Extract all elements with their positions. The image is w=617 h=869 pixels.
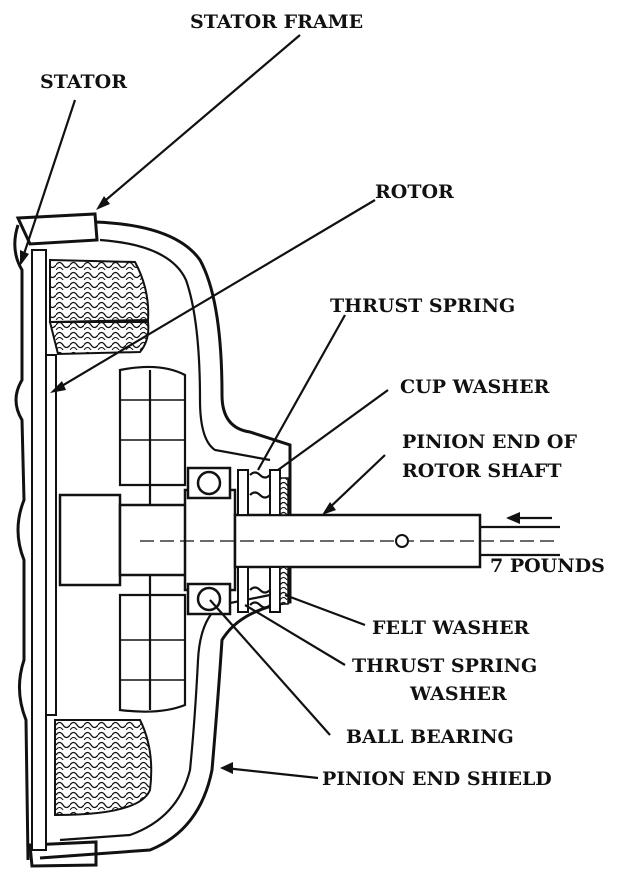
leader-pinion-end-arrow [322,502,336,515]
leader-stator-arrow [20,250,29,266]
label-cup-washer: CUP WASHER [400,376,550,398]
thrust-spring-washer-lower [237,566,249,613]
ball-bearing-upper-ball [196,470,222,496]
leader-rotor-arrow [50,381,66,393]
label-pinion-end-line1: PINION END OF [402,431,577,453]
shaft-pin-hole [395,534,409,548]
label-pinion-end-line2: ROTOR SHAFT [402,460,561,482]
stator-lamination [31,249,47,851]
stator-winding-bottom [54,719,153,817]
leader-stator [20,99,77,261]
cup-washer-lower [269,566,281,613]
label-thrust-spring-washer-line1: THRUST SPRING [352,655,537,677]
felt-washer-upper [279,477,289,516]
force-arrow-head [506,512,520,524]
leader-pinion-end-shield-arrow [220,762,233,774]
rotor-fan-lower [118,593,187,713]
label-ball-bearing: BALL BEARING [346,726,514,748]
leader-felt-washer [284,593,366,627]
felt-washer-lower [279,566,289,605]
leader-pinion-end [324,454,386,513]
cup-washer-upper [269,469,281,516]
stator-left-edge [13,224,30,861]
stator-frame-bottom [28,840,98,868]
pinion-end-shield-inner [99,238,271,462]
label-rotor: ROTOR [375,181,454,203]
label-pinion-end-shield: PINION END SHIELD [322,768,552,790]
rotor-shaft-inner [118,503,192,577]
label-seven-pounds: 7 POUNDS [490,555,605,577]
stator-winding-top-lower [48,321,150,356]
rotor-fan-upper [118,365,187,487]
leader-pinion-end-shield [224,766,319,780]
label-felt-washer: FELT WASHER [372,617,530,639]
rotor-hub [58,493,122,587]
thrust-spring-washer-upper [237,469,249,516]
label-stator: STATOR [40,71,127,93]
bearing-sleeve [183,488,237,592]
pinion-end-shield-outline [39,220,292,860]
stator-frame-top [15,212,99,246]
leader-thrust-spring [257,314,346,471]
pinion-end-shield-inner-lower [59,593,271,842]
label-thrust-spring: THRUST SPRING [330,295,515,317]
stator-winding-top [49,258,150,324]
leader-ball-bearing [209,599,331,736]
stator-core [45,354,57,716]
leader-cup-washer [277,389,389,471]
leader-rotor [54,199,376,391]
leader-thrust-spring-washer [244,604,346,666]
label-stator-frame: STATOR FRAME [190,11,363,33]
leader-stator-frame [99,34,301,206]
leader-stator-frame-arrow [96,196,110,210]
label-thrust-spring-washer-line2: WASHER [409,683,507,705]
